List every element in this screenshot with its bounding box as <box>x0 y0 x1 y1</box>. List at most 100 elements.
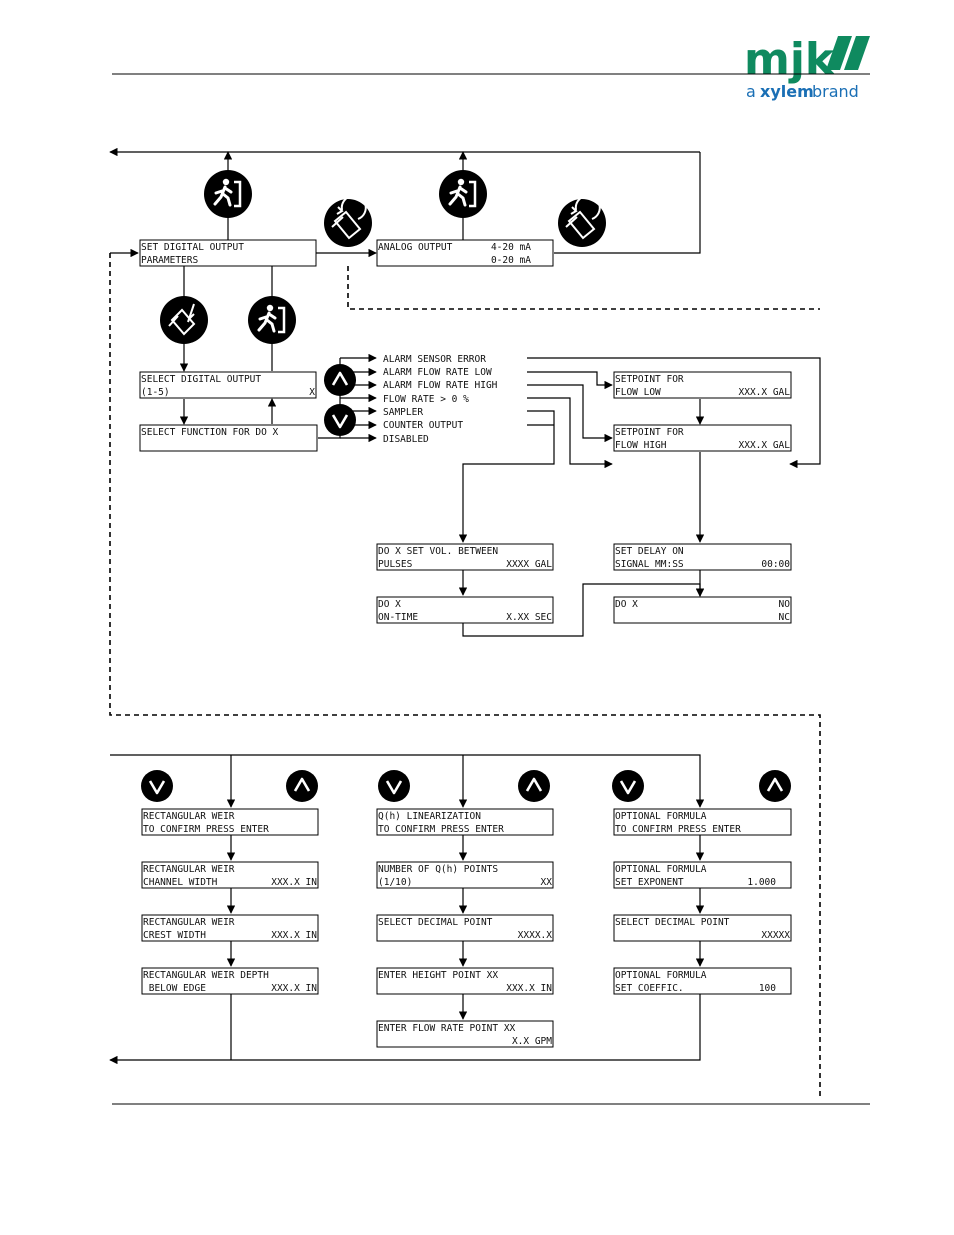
box-line: SELECT DECIMAL POINT <box>378 917 493 928</box>
box-line: RECTANGULAR WEIR <box>143 811 235 822</box>
box-line: FLOW HIGH <box>615 440 667 451</box>
box-value: XXX.X IN <box>506 983 552 994</box>
box-select-function[interactable]: SELECT FUNCTION FOR DO X <box>139 424 318 452</box>
box-rw-depth[interactable]: RECTANGULAR WEIR DEPTH BELOW EDGE XXX.X … <box>141 967 319 995</box>
down-arrow-icon-qh[interactable] <box>376 768 412 804</box>
box-value: XXX.X IN <box>271 930 317 941</box>
box-value: NC <box>779 612 790 623</box>
exit-icon-analog[interactable] <box>437 168 489 220</box>
tagline-brand: xylem <box>760 82 814 101</box>
box-value: 0-20 mA <box>491 255 531 266</box>
box-line: ENTER FLOW RATE POINT XX <box>378 1023 516 1034</box>
box-line: ON-TIME <box>378 612 418 623</box>
box-do-on-time[interactable]: DO X ON-TIME X.XX SEC <box>376 596 554 624</box>
box-value: 1.000 <box>747 877 776 888</box>
down-arrow-icon-formula[interactable] <box>610 768 646 804</box>
box-line: DO X SET VOL. BETWEEN <box>378 546 498 557</box>
box-analog-output[interactable]: ANALOG OUTPUT 4-20 mA 0-20 mA <box>376 239 554 267</box>
exit-icon-do[interactable] <box>202 168 254 220</box>
box-line: SETPOINT FOR <box>615 374 684 385</box>
box-line: PULSES <box>378 559 413 570</box>
box-value: 00:00 <box>761 559 790 570</box>
option-alarm-flow-rate-low[interactable]: ALARM FLOW RATE LOW <box>383 367 492 378</box>
down-arrow-icon[interactable] <box>322 402 358 438</box>
option-counter-output[interactable]: COUNTER OUTPUT <box>383 420 463 431</box>
box-of-coefficient[interactable]: OPTIONAL FORMULA SET COEFFIC. 100 <box>613 967 792 995</box>
logo-text: mjk <box>744 34 836 85</box>
box-line: FLOW LOW <box>615 387 661 398</box>
box-line: (1/10) <box>378 877 412 888</box>
box-line: ANALOG OUTPUT <box>378 242 453 253</box>
function-options-list: ALARM SENSOR ERROR ALARM FLOW RATE LOW A… <box>383 354 498 445</box>
option-alarm-sensor-error[interactable]: ALARM SENSOR ERROR <box>383 354 486 365</box>
box-of-decimal[interactable]: SELECT DECIMAL POINT XXXXX <box>613 914 792 942</box>
box-value: XXX.X GAL <box>739 387 791 398</box>
down-arrow-icon-weir[interactable] <box>139 768 175 804</box>
return-icon-do[interactable] <box>323 194 373 248</box>
box-line: BELOW EDGE <box>143 983 206 994</box>
box-line: ENTER HEIGHT POINT XX <box>378 970 498 981</box>
box-select-digital-output[interactable]: SELECT DIGITAL OUTPUT (1-5) X <box>139 371 317 399</box>
box-line: RECTANGULAR WEIR DEPTH <box>143 970 269 981</box>
box-of-confirm[interactable]: OPTIONAL FORMULA TO CONFIRM PRESS ENTER <box>613 808 792 836</box>
box-line: PARAMETERS <box>141 255 198 266</box>
exit-icon-select[interactable] <box>246 294 298 346</box>
box-value: 4-20 mA <box>491 242 531 253</box>
box-value: XXX.X IN <box>271 877 317 888</box>
option-disabled[interactable]: DISABLED <box>383 434 429 445</box>
box-line: SIGNAL MM:SS <box>615 559 684 570</box>
box-value: XXX.X GAL <box>739 440 791 451</box>
top-connectors <box>109 147 821 1096</box>
up-arrow-icon[interactable] <box>322 362 358 398</box>
box-qh-confirm[interactable]: Q(h) LINEARIZATION TO CONFIRM PRESS ENTE… <box>376 808 554 836</box>
option-sampler[interactable]: SAMPLER <box>383 407 423 418</box>
box-qh-flow-rate[interactable]: ENTER FLOW RATE POINT XX X.X GPM <box>376 1020 554 1048</box>
tagline-suffix: brand <box>812 82 859 101</box>
box-value: X.X GPM <box>512 1036 552 1047</box>
box-line: CHANNEL WIDTH <box>143 877 218 888</box>
box-line: SETPOINT FOR <box>615 427 684 438</box>
up-arrow-icon-formula[interactable] <box>757 768 793 804</box>
box-value: X <box>309 387 315 398</box>
box-rw-channel-width[interactable]: RECTANGULAR WEIR CHANNEL WIDTH XXX.X IN <box>141 861 319 889</box>
box-do-set-volume[interactable]: DO X SET VOL. BETWEEN PULSES XXXX GAL <box>376 543 554 571</box>
logo-slashes <box>826 36 870 70</box>
box-line: SELECT DECIMAL POINT <box>615 917 730 928</box>
box-value: NO <box>779 599 791 610</box>
box-value: X.XX SEC <box>506 612 552 623</box>
box-qh-decimal[interactable]: SELECT DECIMAL POINT XXXX.X <box>376 914 554 942</box>
brand-logo: mjk a xylem brand <box>744 34 870 101</box>
box-line: DO X <box>615 599 638 610</box>
box-line: (1-5) <box>141 387 170 398</box>
box-rw-confirm[interactable]: RECTANGULAR WEIR TO CONFIRM PRESS ENTER <box>141 808 319 836</box>
up-arrow-icon-qh[interactable] <box>516 768 552 804</box>
box-line: SET DIGITAL OUTPUT <box>141 242 244 253</box>
box-line: CREST WIDTH <box>143 930 206 941</box>
option-flow-rate-above-zero[interactable]: FLOW RATE > 0 % <box>383 394 469 405</box>
box-line: OPTIONAL FORMULA <box>615 970 707 981</box>
box-set-digital-output[interactable]: SET DIGITAL OUTPUT PARAMETERS <box>139 239 317 267</box>
box-line: SELECT DIGITAL OUTPUT <box>141 374 261 385</box>
up-arrow-icon-weir[interactable] <box>284 768 320 804</box>
box-do-x[interactable]: DO X NO NC <box>613 596 792 624</box>
box-line: OPTIONAL FORMULA <box>615 864 707 875</box>
option-alarm-flow-rate-high[interactable]: ALARM FLOW RATE HIGH <box>383 380 498 391</box>
box-value: XXXX GAL <box>506 559 552 570</box>
box-setpoint-flow-high[interactable]: SETPOINT FOR FLOW HIGH XXX.X GAL <box>613 424 792 452</box>
box-line: SET EXPONENT <box>615 877 684 888</box>
box-setpoint-flow-low[interactable]: SETPOINT FOR FLOW LOW XXX.X GAL <box>613 371 792 399</box>
return-icon-analog[interactable] <box>557 194 607 248</box>
enter-icon[interactable] <box>159 295 209 345</box>
box-line: SET DELAY ON <box>615 546 684 557</box>
box-rw-crest-width[interactable]: RECTANGULAR WEIR CREST WIDTH XXX.X IN <box>141 914 319 942</box>
box-set-delay[interactable]: SET DELAY ON SIGNAL MM:SS 00:00 <box>613 543 792 571</box>
box-line: SET COEFFIC. <box>615 983 684 994</box>
box-line: OPTIONAL FORMULA <box>615 811 707 822</box>
box-line: Q(h) LINEARIZATION <box>378 811 481 822</box>
box-value: 100 <box>759 983 776 994</box>
box-qh-height[interactable]: ENTER HEIGHT POINT XX XXX.X IN <box>376 967 554 995</box>
box-line: SELECT FUNCTION FOR DO X <box>141 427 279 438</box>
box-value: XX <box>541 877 553 888</box>
box-qh-points[interactable]: NUMBER OF Q(h) POINTS (1/10) XX <box>376 861 554 889</box>
box-of-exponent[interactable]: OPTIONAL FORMULA SET EXPONENT 1.000 <box>613 861 792 889</box>
